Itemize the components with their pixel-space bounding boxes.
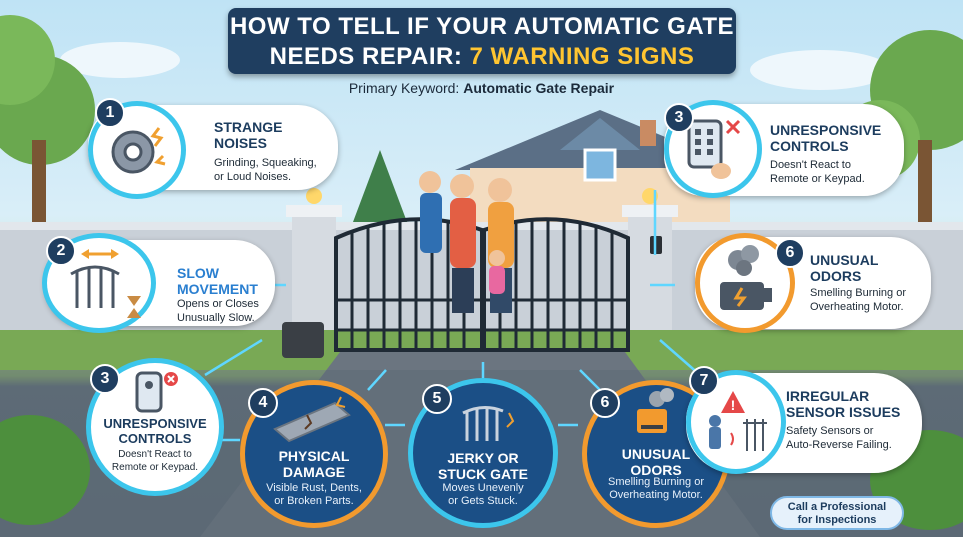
title-line-1: HOW TO TELL IF YOUR AUTOMATIC GATE bbox=[229, 13, 735, 40]
stuck-gate-icon bbox=[462, 406, 515, 441]
primary-keyword: Primary Keyword: Automatic Gate Repair bbox=[0, 80, 963, 96]
card-background-circle bbox=[86, 358, 224, 496]
keypad-icon bbox=[687, 119, 741, 179]
sign-number-badge: 2 bbox=[46, 236, 76, 266]
sign-number-badge: 3 bbox=[664, 103, 694, 133]
keyword-label: Primary Keyword: bbox=[348, 80, 464, 96]
sign-number-badge: 1 bbox=[95, 98, 125, 128]
title-line-2: NEEDS REPAIR: 7 WARNING SIGNS bbox=[228, 42, 736, 72]
sign-number-badge: 5 bbox=[422, 384, 452, 414]
sensor-warning-icon: ! bbox=[709, 391, 767, 451]
gear-icon bbox=[111, 127, 166, 174]
sign-number-badge: 6 bbox=[775, 238, 805, 268]
card-icon-circle bbox=[664, 100, 762, 198]
remote-icon bbox=[135, 371, 178, 413]
sign-number-badge: 3 bbox=[90, 364, 120, 394]
title-accent: 7 WARNING SIGNS bbox=[469, 43, 695, 70]
card-icon-circle: ! bbox=[686, 370, 786, 474]
sign-number-badge: 4 bbox=[248, 388, 278, 418]
gate-hourglass-icon bbox=[70, 249, 141, 318]
title-line-2-prefix: NEEDS REPAIR: bbox=[269, 43, 470, 70]
broken-plank-icon bbox=[273, 396, 351, 443]
card-description: Visible Rust, Dents,or Broken Parts. bbox=[266, 482, 362, 507]
keyword-value: Automatic Gate Repair bbox=[463, 80, 615, 96]
card-description: Grinding, Squeaking,or Loud Noises. bbox=[214, 157, 317, 183]
sign-number-badge: 6 bbox=[590, 388, 620, 418]
smoking-motor-icon bbox=[720, 245, 772, 310]
title-banner: HOW TO TELL IF YOUR AUTOMATIC GATE NEEDS… bbox=[228, 8, 736, 74]
sign-number-badge: 7 bbox=[689, 366, 719, 396]
svg-text:!: ! bbox=[731, 397, 736, 413]
smoking-motor-icon bbox=[637, 388, 674, 433]
